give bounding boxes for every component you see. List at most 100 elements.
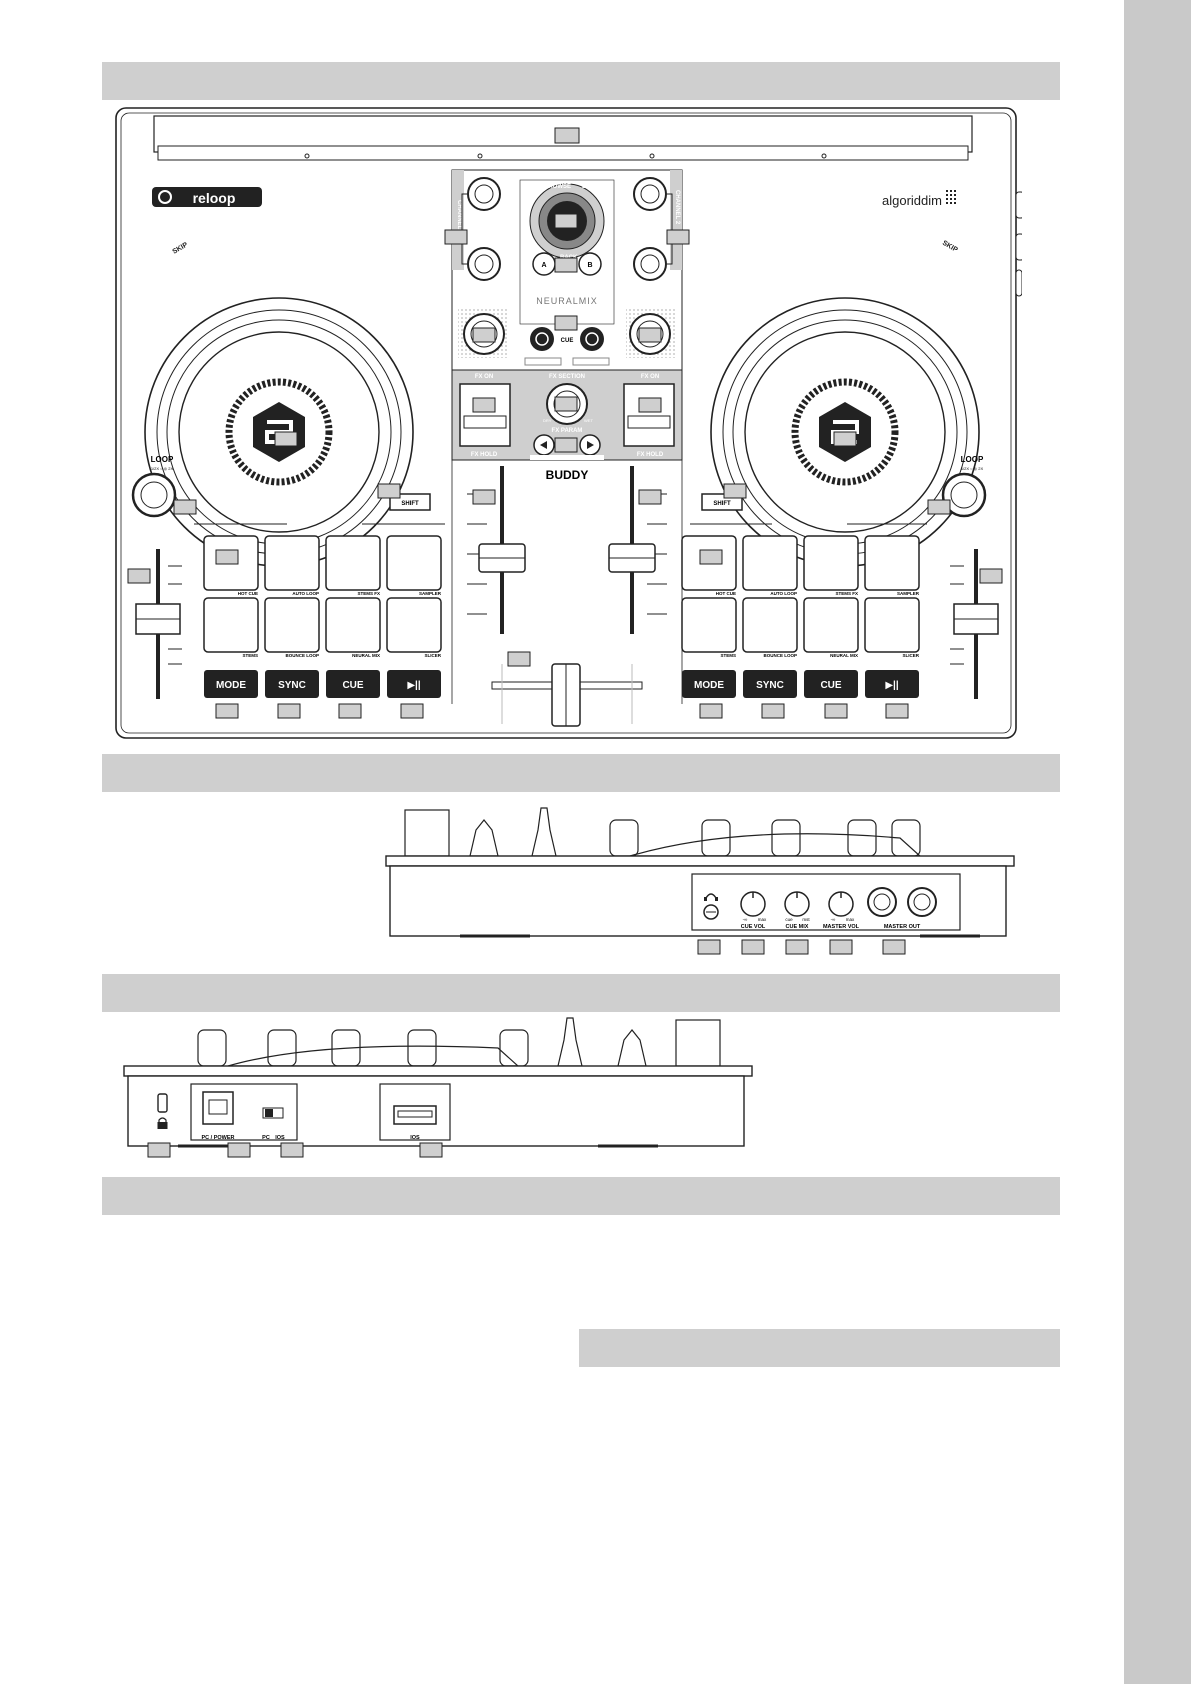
usb-b-port[interactable] — [202, 1091, 234, 1125]
pad-left-5[interactable] — [203, 597, 259, 653]
a-button-label: A — [541, 262, 546, 269]
lock-icon — [157, 1117, 168, 1129]
pad-mode-left-3: STEMS FX — [357, 591, 380, 596]
pad-right-4[interactable] — [864, 535, 920, 591]
loop-sublabel-right: 1/2X ○ ◎ 2X — [961, 466, 984, 471]
cue-mix-max: mst — [802, 917, 810, 922]
browse-encoder[interactable] — [529, 183, 605, 259]
switch-pc-label: PC — [262, 1135, 270, 1141]
mode-label-right: MODE — [694, 680, 724, 691]
cue-button-ch2[interactable] — [580, 327, 604, 351]
fx-hold-label-left: FX HOLD — [471, 452, 498, 458]
callout-switch — [280, 1142, 304, 1158]
pad-mode-right-6: BOUNCE LOOP — [763, 653, 797, 658]
fx-param-knob[interactable] — [546, 383, 588, 425]
kensington-slot — [157, 1093, 168, 1113]
rear-view-diagram: PC / POWER PC IOS IOS — [123, 1017, 753, 1158]
pad-left-6[interactable] — [264, 597, 320, 653]
fx-on-label-left: FX ON — [475, 374, 493, 380]
fx-section-label: FX SECTION — [549, 374, 585, 380]
cue-button-ch1[interactable] — [530, 327, 554, 351]
knob-ch2-eq[interactable] — [633, 247, 667, 281]
front-view-diagram: -∞ max cue mst -∞ max CUE VOL CUE MIX MA… — [385, 807, 1015, 955]
pad-left-3[interactable] — [325, 535, 381, 591]
a-button[interactable]: A — [532, 252, 556, 276]
callout-tablet-stand — [554, 127, 580, 144]
top-view-diagram: reloop algoriddim SKIP SKIP — [115, 107, 1022, 739]
cue-label: CUE — [561, 338, 574, 344]
cue-label-right: CUE — [820, 680, 841, 691]
pad-mode-left-4: SAMPLER — [419, 591, 442, 596]
sync-button-right[interactable]: SYNC — [743, 670, 797, 698]
callout-jog-left — [274, 431, 298, 447]
knob-ch2-gain[interactable] — [633, 177, 667, 211]
fx-param-label: FX PARAM — [552, 428, 583, 434]
cue-button-right[interactable]: CUE — [804, 670, 858, 698]
loop-sublabel-left: 1/2X ○ ◎ 2X — [151, 466, 174, 471]
callout-ch1-filter — [472, 327, 496, 343]
sync-button-left[interactable]: SYNC — [265, 670, 319, 698]
sync-label-left: SYNC — [278, 680, 306, 691]
pc-ios-switch[interactable] — [262, 1107, 284, 1119]
mode-button-left[interactable]: MODE — [204, 670, 258, 698]
pad-grid-right[interactable] — [681, 535, 920, 653]
cue-vol-knob[interactable] — [740, 891, 766, 917]
cue-button-left[interactable]: CUE — [326, 670, 380, 698]
pad-left-2[interactable] — [264, 535, 320, 591]
mode-button-right[interactable]: MODE — [682, 670, 736, 698]
jog-wheel-left[interactable] — [144, 297, 414, 567]
master-vol-knob[interactable] — [828, 891, 854, 917]
crossfader[interactable] — [491, 651, 643, 727]
knob-ch1-gain[interactable] — [467, 177, 501, 211]
pitch-fader-right[interactable] — [950, 549, 1003, 699]
loop-encoder-right[interactable] — [941, 472, 987, 518]
play-pause-label-right: ▶|| — [885, 680, 898, 691]
fx-next-button[interactable] — [579, 434, 601, 456]
fx-paddle-right[interactable] — [623, 383, 675, 447]
pad-grid-left[interactable] — [203, 535, 442, 653]
pad-mode-right-5: STEMS — [720, 653, 736, 658]
pitch-fader-left[interactable] — [127, 549, 182, 699]
pad-left-7[interactable] — [325, 597, 381, 653]
play-pause-label-left: ▶|| — [407, 680, 420, 691]
usb-a-port[interactable] — [393, 1105, 437, 1125]
loop-encoder-left[interactable] — [131, 472, 177, 518]
cue-mix-knob[interactable] — [784, 891, 810, 917]
pad-right-2[interactable] — [742, 535, 798, 591]
channel-fader-left[interactable] — [467, 466, 526, 634]
cue-vol-min: -∞ — [743, 917, 748, 922]
play-pause-button-right[interactable]: ▶|| — [865, 670, 919, 698]
cue-mix-min: cue — [785, 917, 793, 922]
callout-sync-right — [761, 703, 785, 719]
callout-pitch-right — [979, 568, 1003, 584]
callout-pitch-left — [127, 568, 151, 584]
b-button[interactable]: B — [578, 252, 602, 276]
callout-pads-right — [699, 549, 723, 565]
callout-ch2-knobs — [666, 229, 690, 245]
page-edge-band — [1124, 0, 1191, 1684]
section-header-rear-view — [102, 974, 1060, 1012]
pad-left-4[interactable] — [386, 535, 442, 591]
pad-left-8[interactable] — [386, 597, 442, 653]
pad-right-6[interactable] — [742, 597, 798, 653]
reloop-logo: reloop — [152, 187, 262, 207]
master-out-left-jack[interactable] — [867, 887, 897, 917]
callout-ch2-filter — [638, 327, 662, 343]
headphones-icon — [704, 893, 718, 901]
pad-right-5[interactable] — [681, 597, 737, 653]
pad-mode-left-7: NEURAL MIX — [352, 653, 380, 658]
pad-right-8[interactable] — [864, 597, 920, 653]
callout-browse — [554, 213, 578, 229]
pad-right-7[interactable] — [803, 597, 859, 653]
headphone-jack[interactable] — [703, 904, 719, 920]
fx-prev-button[interactable] — [533, 434, 555, 456]
fx-on-label-right: FX ON — [641, 374, 659, 380]
pad-right-3[interactable] — [803, 535, 859, 591]
play-pause-button-left[interactable]: ▶|| — [387, 670, 441, 698]
pad-mode-right-2: AUTO LOOP — [770, 591, 797, 596]
channel-fader-right[interactable] — [608, 466, 667, 634]
master-out-right-jack[interactable] — [907, 887, 937, 917]
jog-wheel-right[interactable] — [710, 297, 980, 567]
knob-ch1-eq[interactable] — [467, 247, 501, 281]
fx-paddle-left[interactable] — [459, 383, 511, 447]
